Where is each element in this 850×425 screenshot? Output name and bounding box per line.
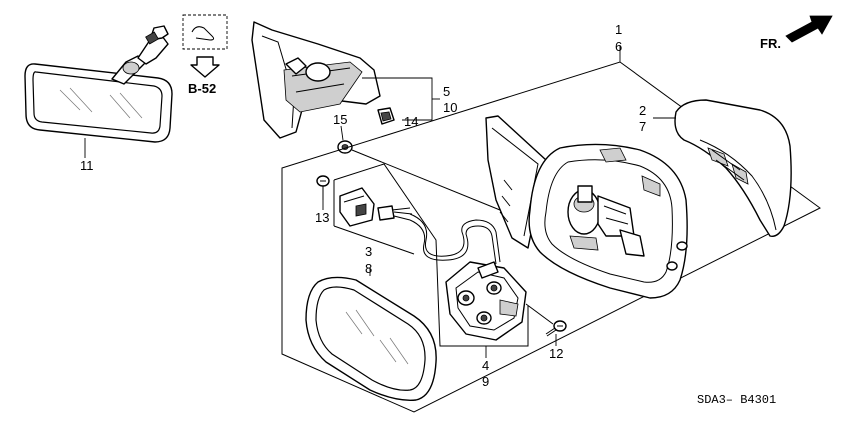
screw-12 <box>545 320 567 337</box>
interior-mirror <box>24 25 173 158</box>
assembly-outline <box>281 61 821 413</box>
callout-15: 15 <box>333 112 347 127</box>
reference-clip-box <box>182 14 228 78</box>
harness-box-outline <box>333 163 529 347</box>
housing-actuator <box>567 185 645 257</box>
mirror-actuator <box>445 261 527 341</box>
mirror-cap <box>674 99 792 237</box>
callout-8: 8 <box>365 261 372 276</box>
callout-14: 14 <box>404 114 418 129</box>
callout-5: 5 <box>443 84 450 99</box>
reference-b52: B-52 <box>188 81 216 96</box>
screw-13 <box>316 175 330 200</box>
callout-7: 7 <box>639 119 646 134</box>
mirror-housing <box>485 115 688 299</box>
callout-12: 12 <box>549 346 563 361</box>
callout-6: 6 <box>615 39 622 54</box>
connector <box>339 187 413 227</box>
callout-4: 4 <box>482 358 489 373</box>
callout-9: 9 <box>482 374 489 389</box>
callout-10: 10 <box>443 100 457 115</box>
front-direction-arrow <box>785 15 833 43</box>
direction-label: FR. <box>760 36 781 51</box>
mirror-inner-garnish <box>251 21 381 139</box>
diagram-code: SDA3– B4301 <box>697 393 776 407</box>
callout-1: 1 <box>615 22 622 37</box>
clip-14 <box>377 107 395 125</box>
callout-2: 2 <box>639 103 646 118</box>
mirror-glass <box>305 276 437 401</box>
callout-3: 3 <box>365 244 372 259</box>
wire-harness <box>409 213 501 263</box>
callout-13: 13 <box>315 210 329 225</box>
callout-11: 11 <box>80 158 94 173</box>
